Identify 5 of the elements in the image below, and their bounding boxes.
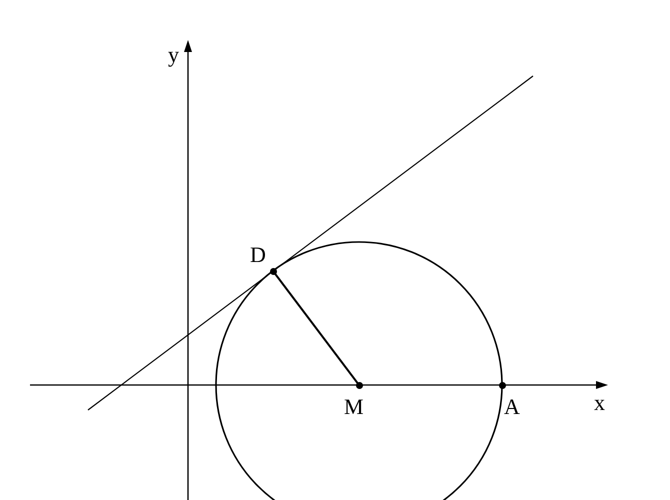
point-label: D — [250, 244, 266, 266]
point-label: A — [504, 396, 520, 418]
point-label: M — [344, 396, 364, 418]
axis-label: y — [168, 44, 179, 66]
axis-label: x — [594, 392, 605, 414]
